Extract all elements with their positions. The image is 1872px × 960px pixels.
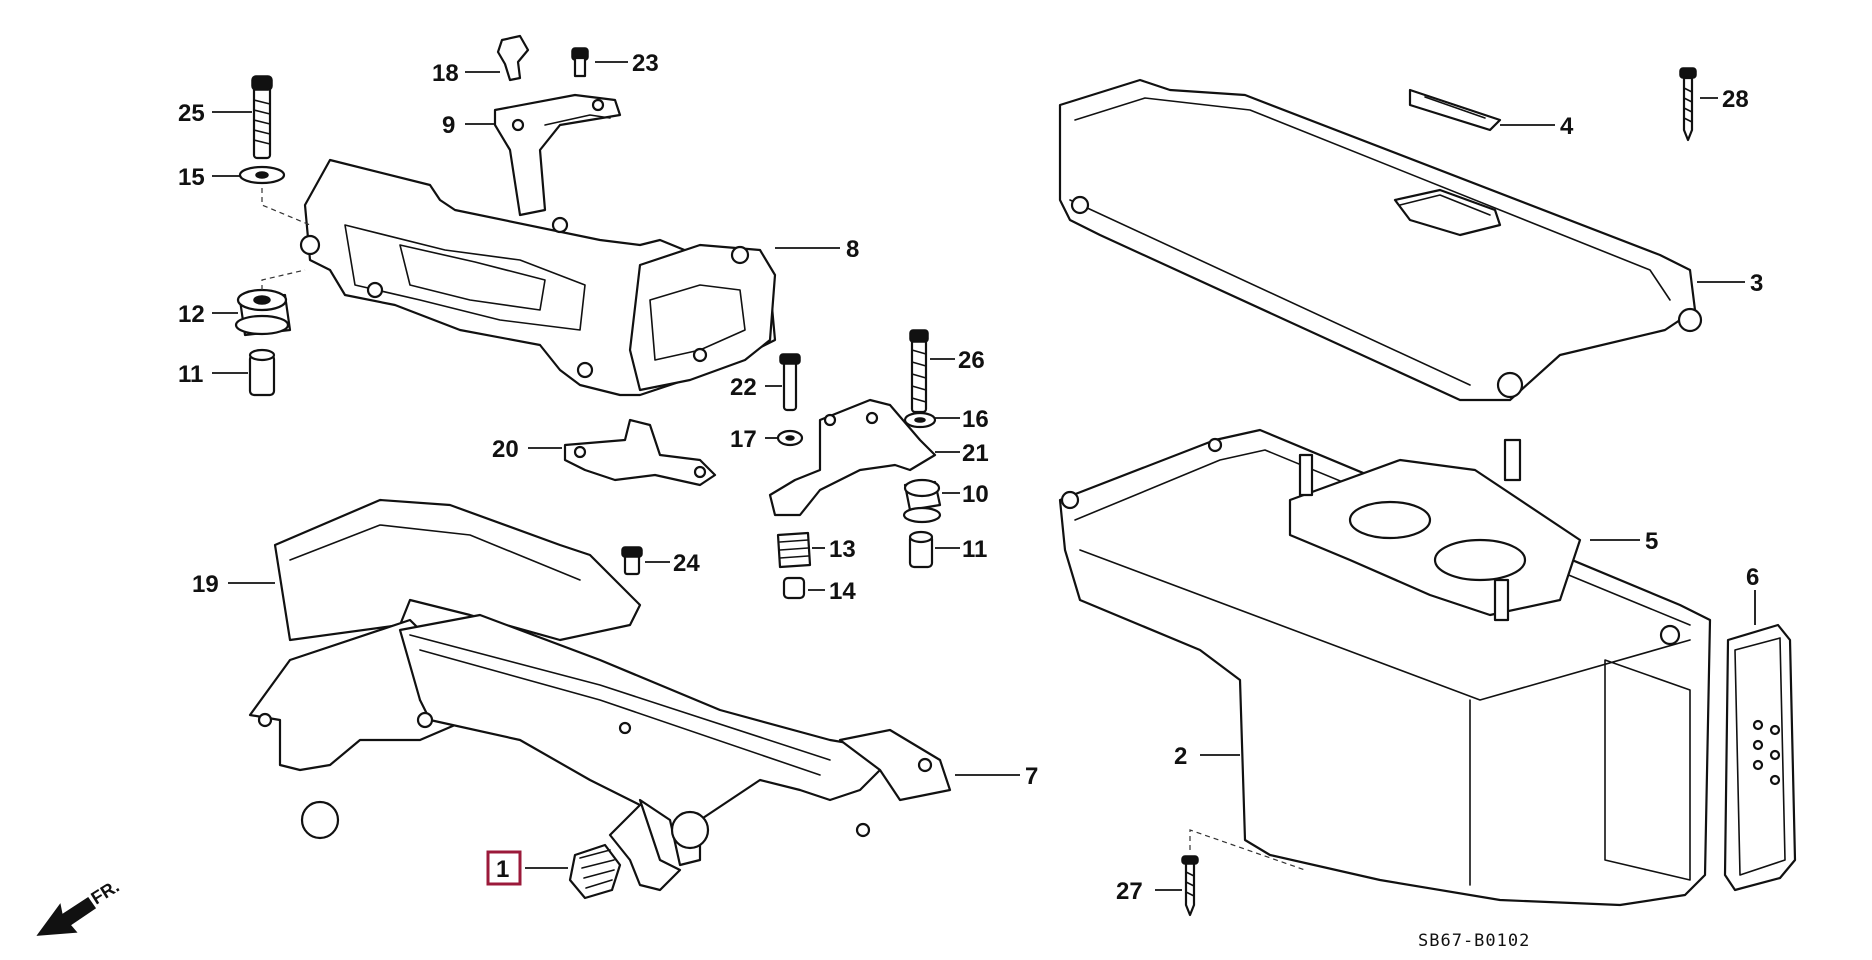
callout-labels: 25 15 12 11 18 23 9 8 22 17 20 26 16 21 … (178, 50, 1763, 905)
callout-21: 21 (962, 440, 989, 467)
screw-27 (1181, 829, 1306, 917)
callout-18: 18 (432, 60, 459, 87)
callout-6: 6 (1746, 564, 1759, 591)
callout-7: 7 (1025, 763, 1038, 790)
housing-lid (1058, 78, 1703, 402)
callout-27: 27 (1116, 878, 1143, 905)
callout-22: 22 (730, 374, 757, 401)
lower-frame-assembly (248, 498, 952, 892)
callout-9: 9 (442, 112, 455, 139)
callout-5: 5 (1645, 528, 1658, 555)
front-label: FR. (88, 876, 123, 908)
part-1-cushion (568, 843, 622, 900)
callout-20: 20 (492, 436, 519, 463)
callout-4: 4 (1560, 113, 1574, 140)
callout-13: 13 (829, 536, 856, 563)
callout-1: 1 (496, 856, 509, 883)
callout-16: 16 (962, 406, 989, 433)
callout-19: 19 (192, 571, 219, 598)
callout-23: 23 (632, 50, 659, 77)
part-6-cover (1723, 623, 1797, 892)
callout-8: 8 (846, 236, 859, 263)
callout-10: 10 (962, 481, 989, 508)
callout-25: 25 (178, 100, 205, 127)
callout-26: 26 (958, 347, 985, 374)
front-arrow-icon (36, 896, 97, 936)
callout-11b: 11 (962, 536, 987, 563)
top-fasteners (496, 34, 589, 82)
callout-14: 14 (829, 578, 856, 605)
front-direction-indicator: FR. (36, 876, 123, 936)
highlighted-callout-1[interactable]: 1 (486, 850, 522, 886)
callout-3: 3 (1750, 270, 1763, 297)
housing-body (1058, 428, 1712, 907)
leader-lines (212, 61, 1756, 891)
upper-bracket-assembly (299, 93, 777, 397)
callout-28: 28 (1722, 86, 1749, 113)
part-20-bracket (563, 418, 717, 487)
callout-11: 11 (178, 361, 203, 388)
diagram-code: SB67-B0102 (1418, 931, 1530, 951)
callout-15: 15 (178, 164, 205, 191)
callout-17: 17 (730, 426, 757, 453)
callout-12: 12 (178, 301, 205, 328)
callout-24: 24 (673, 550, 700, 577)
callout-2: 2 (1174, 743, 1187, 770)
screw-28 (1679, 67, 1697, 142)
left-fastener-stack (234, 75, 311, 397)
